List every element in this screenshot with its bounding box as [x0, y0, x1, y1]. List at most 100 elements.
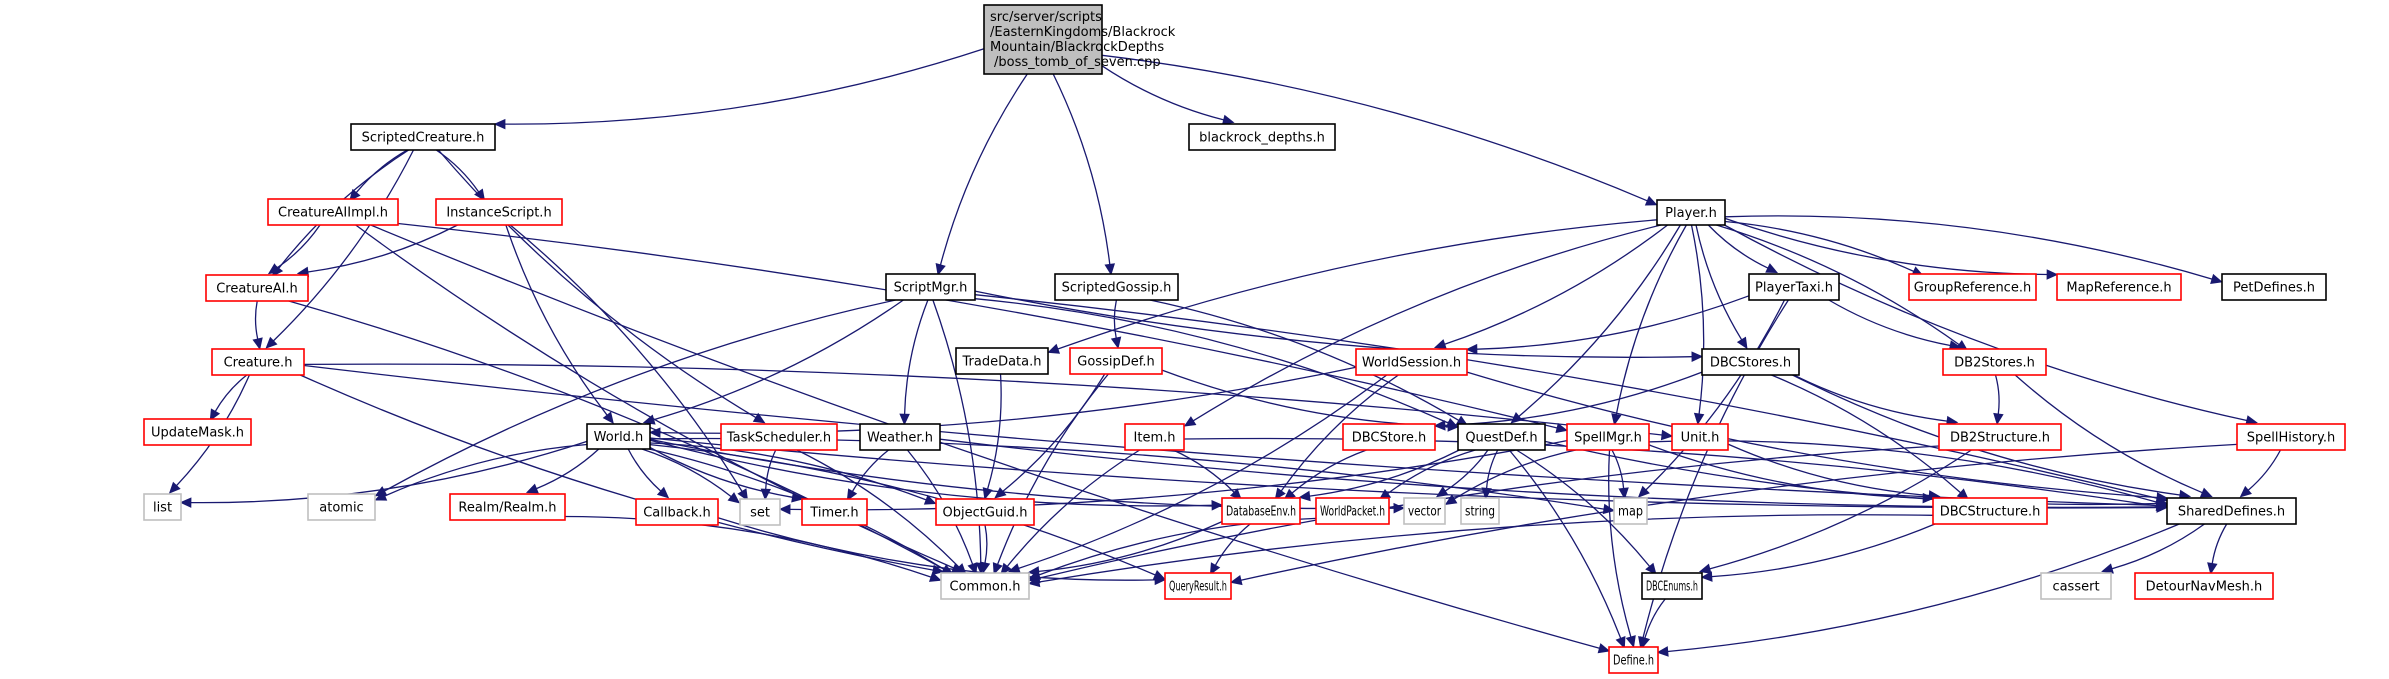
node-RealmRealm[interactable]: Realm/Realm.h — [449, 493, 566, 521]
edge-DBCEnums-to-Define — [1644, 598, 1666, 639]
node-GroupReference[interactable]: GroupReference.h — [1908, 273, 2037, 301]
arrowhead-ObjectGuid-to-Common — [979, 561, 991, 574]
node-label: DBCEnums.h — [1646, 580, 1698, 595]
edge-InstanceScript-to-CreatureAI — [307, 224, 458, 273]
node-InstanceScript[interactable]: InstanceScript.h — [435, 198, 563, 226]
edge-ObjectGuid-to-Common — [984, 524, 988, 564]
node-PetDefines[interactable]: PetDefines.h — [2221, 273, 2327, 301]
node-Weather[interactable]: Weather.h — [859, 423, 941, 451]
arrowhead-QuestDef-to-DBCEnums — [1645, 562, 1657, 576]
node-DBCStore[interactable]: DBCStore.h — [1342, 423, 1436, 451]
node-blackrock_depths[interactable]: blackrock_depths.h — [1188, 123, 1336, 151]
edge-World-to-set — [641, 448, 732, 498]
node-SpellMgr[interactable]: SpellMgr.h — [1566, 423, 1650, 451]
node-DBCEnums[interactable]: DBCEnums.h — [1641, 572, 1703, 600]
node-DB2Structure[interactable]: DB2Structure.h — [1938, 423, 2062, 451]
node-TaskScheduler[interactable]: TaskScheduler.h — [720, 423, 838, 451]
node-label: Callback.h — [643, 506, 711, 521]
node-box — [205, 274, 309, 302]
arrowhead-CreatureAIImpl-to-Define — [1597, 643, 1611, 654]
node-Creature[interactable]: Creature.h — [211, 348, 305, 376]
node-label: map — [1618, 505, 1643, 520]
edge-CreatureAIImpl-to-SpellMgr — [397, 222, 1558, 429]
node-box — [739, 498, 781, 526]
edge-Player-to-DB2Stores — [1716, 224, 1960, 346]
edge-World-to-DatabaseEnv — [649, 439, 1213, 507]
edge-PlayerTaxi-to-map — [1645, 299, 1786, 491]
node-WorldSession[interactable]: WorldSession.h — [1355, 348, 1468, 376]
edge-TradeData-to-ObjectGuid — [986, 373, 1002, 490]
arrowhead-PlayerTaxi-to-WorldSession — [1465, 343, 1478, 355]
arrowhead-WorldSession-to-World — [648, 427, 661, 438]
arrowhead-Weather-to-Timer — [846, 488, 858, 502]
node-label-line: /EasternKingdoms/Blackrock — [990, 25, 1176, 40]
node-CreatureAIImpl[interactable]: CreatureAIImpl.h — [267, 198, 399, 226]
node-QuestDef[interactable]: QuestDef.h — [1457, 423, 1546, 451]
arrowhead-DB2Stores-to-SharedDefines — [2199, 487, 2213, 498]
edge-SharedDefines-to-Define — [1667, 523, 2180, 653]
node-PlayerTaxi[interactable]: PlayerTaxi.h — [1748, 273, 1840, 301]
node-ScriptedGossip[interactable]: ScriptedGossip.h — [1054, 273, 1179, 301]
edge-Creature-to-Unit — [303, 363, 1663, 436]
node-label: string — [1465, 505, 1495, 520]
arrowhead-CreatureAIImpl-to-CreatureAI — [267, 263, 281, 275]
arrowhead-SpellHistory-to-SharedDefines — [2239, 485, 2252, 498]
arrowhead-Player-to-PlayerTaxi — [1765, 263, 1778, 274]
node-Callback[interactable]: Callback.h — [635, 498, 719, 526]
node-DB2Stores[interactable]: DB2Stores.h — [1942, 348, 2047, 376]
edge-ScriptedCreature-to-CreatureAIImpl — [355, 149, 408, 194]
edge-DB2Stores-to-DB2Structure — [1994, 374, 2000, 415]
edge-CreatureAIImpl-to-Common — [355, 224, 954, 569]
node-label: GroupReference.h — [1914, 281, 2031, 296]
node-SpellHistory[interactable]: SpellHistory.h — [2236, 423, 2346, 451]
node-label: World.h — [594, 430, 644, 445]
edge-TaskScheduler-to-set — [765, 449, 777, 490]
arrowhead-Player-to-Unit — [1693, 412, 1705, 426]
node-DetourNavMesh[interactable]: DetourNavMesh.h — [2134, 572, 2274, 600]
node-box — [1315, 497, 1390, 525]
node-label: DBCStores.h — [1710, 356, 1791, 371]
node-ScriptMgr[interactable]: ScriptMgr.h — [885, 273, 976, 301]
node-box — [1188, 123, 1336, 151]
node-ScriptedCreature[interactable]: ScriptedCreature.h — [350, 123, 496, 151]
node-label-line: Mountain/BlackrockDepths — [990, 40, 1164, 55]
node-SharedDefines[interactable]: SharedDefines.h — [2166, 497, 2297, 525]
edge-Player-to-Item — [1192, 224, 1662, 422]
node-Unit[interactable]: Unit.h — [1671, 423, 1729, 451]
node-label: QuestDef.h — [1465, 431, 1537, 446]
node-box — [940, 572, 1030, 600]
node-UpdateMask[interactable]: UpdateMask.h — [143, 418, 252, 446]
node-box — [1608, 646, 1659, 674]
edge-QuestDef-to-Define — [1508, 449, 1622, 639]
node-CreatureAI[interactable]: CreatureAI.h — [205, 274, 309, 302]
node-box — [2056, 273, 2182, 301]
node-DatabaseEnv[interactable]: DatabaseEnv.h — [1221, 497, 1301, 525]
node-box — [1355, 348, 1468, 376]
edge-PlayerTaxi-to-DB2Stores — [1828, 299, 1951, 347]
node-World[interactable]: World.h — [586, 423, 651, 450]
node-MapReference[interactable]: MapReference.h — [2056, 273, 2182, 301]
node-TradeData[interactable]: TradeData.h — [955, 347, 1049, 375]
node-DBCStructure[interactable]: DBCStructure.h — [1932, 497, 2048, 525]
node-label-line: src/server/scripts — [990, 10, 1102, 25]
edge-ScriptMgr-to-SharedDefines — [974, 294, 2158, 499]
node-vector: vector — [1403, 497, 1446, 525]
node-label: DBCStructure.h — [1940, 505, 2041, 520]
node-label: Define.h — [1613, 654, 1654, 669]
node-DBCStores[interactable]: DBCStores.h — [1701, 348, 1800, 376]
node-Player[interactable]: Player.h — [1656, 199, 1726, 226]
node-label: list — [153, 501, 172, 516]
node-QueryResult[interactable]: QueryResult.h — [1164, 572, 1232, 600]
node-GossipDef[interactable]: GossipDef.h — [1069, 347, 1163, 375]
arrowhead-CreatureAIImpl-to-SpellMgr — [1555, 422, 1569, 434]
node-Item[interactable]: Item.h — [1124, 423, 1185, 451]
node-label: Player.h — [1665, 206, 1717, 221]
node-Define[interactable]: Define.h — [1608, 646, 1659, 674]
node-label: Weather.h — [867, 431, 933, 446]
node-ObjectGuid[interactable]: ObjectGuid.h — [935, 498, 1035, 526]
edge-ScriptMgr-to-QuestDef — [974, 298, 1449, 424]
arrowhead-GossipDef-to-ObjectGuid — [994, 487, 1007, 499]
node-Timer[interactable]: Timer.h — [801, 498, 868, 526]
node-box — [1457, 423, 1546, 451]
node-WorldPacket[interactable]: WorldPacket.h — [1315, 497, 1390, 525]
